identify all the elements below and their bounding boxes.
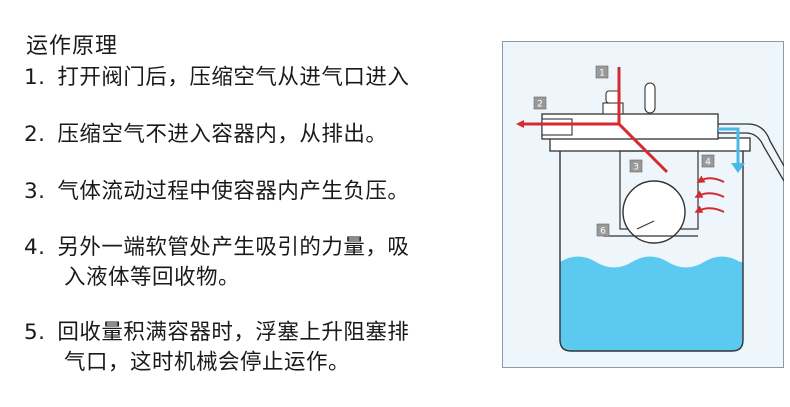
handle: [644, 82, 656, 114]
container-body: [559, 151, 744, 352]
step-text-continued: 入液体等回收物。: [64, 265, 241, 290]
step-number: 1.: [24, 65, 46, 90]
marker-6: 6: [596, 223, 610, 237]
text-panel: 运作原理 1. 打开阀门后，压缩空气从进气口进入 2. 压缩空气不进入容器内，从…: [24, 34, 500, 378]
step-number: 4.: [24, 235, 46, 260]
suction-hose-outer: [718, 123, 784, 167]
step-text: 压缩空气不进入容器内，从排出。: [57, 122, 388, 147]
svg-text:4: 4: [705, 158, 711, 168]
air-diagonal-flow: [617, 122, 669, 174]
step-text-continued: 气口，这时机械会停止运作。: [64, 350, 351, 375]
liquid-fill: [560, 256, 743, 351]
marker-6-leader: [636, 220, 655, 230]
step-number: 3.: [24, 179, 46, 204]
suction-arrow: [694, 190, 725, 198]
suction-hose-inner: [718, 132, 784, 182]
step-2: 2. 压缩空气不进入容器内，从排出。: [24, 120, 500, 150]
step-text: 气体流动过程中使容器内产生负压。: [57, 179, 410, 204]
step-5: 5. 回收量积满容器时，浮塞上升阻塞排 气口，这时机械会停止运作。: [24, 318, 500, 378]
float-ball: [622, 180, 686, 244]
svg-text:3: 3: [633, 163, 639, 173]
step-4: 4. 另外一端软管处产生吸引的力量，吸 入液体等回收物。: [24, 233, 500, 293]
vacuum-container-diagram: 1 2 3 4 6: [502, 41, 784, 368]
step-number: 2.: [24, 122, 46, 147]
marker-4: 4: [701, 154, 715, 168]
marker-2: 2: [533, 96, 547, 110]
step-number: 5.: [24, 320, 46, 345]
svg-text:2: 2: [537, 100, 543, 110]
step-text: 回收量积满容器时，浮塞上升阻塞排: [57, 320, 410, 345]
exhaust-port: [541, 118, 573, 136]
suction-arrow: [696, 175, 725, 184]
section-title: 运作原理: [26, 34, 119, 59]
step-1: 1. 打开阀门后，压缩空气从进气口进入: [24, 63, 500, 93]
container-lid: [549, 137, 751, 152]
step-text: 另外一端软管处产生吸引的力量，吸: [57, 235, 410, 260]
marker-3: 3: [629, 159, 643, 173]
svg-text:1: 1: [599, 69, 605, 79]
svg-text:6: 6: [600, 227, 606, 237]
step-text: 打开阀门后，压缩空气从进气口进入: [57, 65, 410, 90]
liquid-inflow-arrowhead: [731, 163, 745, 173]
step-3: 3. 气体流动过程中使容器内产生负压。: [24, 177, 500, 207]
liquid-inflow-arrow: [718, 127, 740, 165]
marker-1: 1: [595, 65, 609, 79]
suction-arrow: [694, 205, 725, 213]
